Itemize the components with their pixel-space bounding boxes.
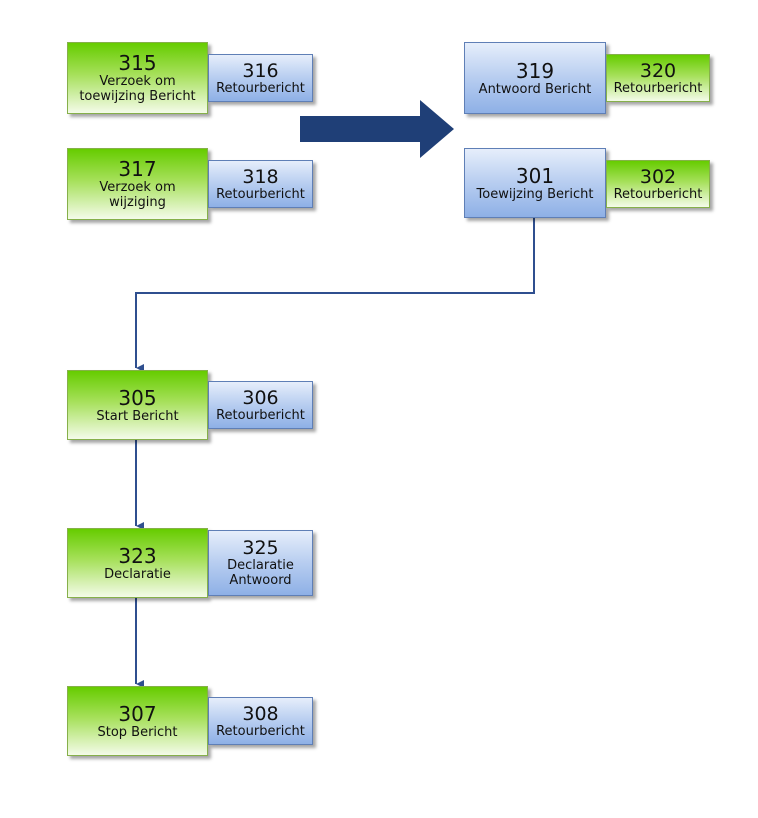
- node-label: Antwoord Bericht: [478, 81, 592, 97]
- node-label: Start Bericht: [96, 408, 179, 424]
- node-325: 325 Declaratie Antwoord: [208, 530, 313, 596]
- node-315: 315 Verzoek om toewijzing Bericht: [67, 42, 208, 114]
- connector-301-305: [135, 218, 535, 372]
- node-label: Retourbericht: [216, 80, 305, 96]
- node-label: Stop Bericht: [97, 724, 178, 740]
- node-307: 307 Stop Bericht: [67, 686, 208, 756]
- node-number: 316: [242, 59, 279, 82]
- node-label: Verzoek om wijziging: [99, 180, 176, 210]
- node-number: 320: [639, 59, 677, 82]
- node-316: 316 Retourbericht: [208, 54, 313, 102]
- node-number: 305: [118, 385, 157, 410]
- node-number: 319: [515, 58, 555, 83]
- big-arrow-right: [300, 100, 454, 158]
- node-label: Declaratie Antwoord: [227, 558, 294, 588]
- node-308: 308 Retourbericht: [208, 697, 313, 745]
- node-label: Toewijzing Bericht: [476, 186, 594, 202]
- node-number: 306: [242, 386, 279, 409]
- node-label: Retourbericht: [216, 723, 305, 739]
- node-label: Retourbericht: [613, 80, 703, 96]
- node-317: 317 Verzoek om wijziging: [67, 148, 208, 220]
- node-label: Declaratie: [104, 566, 171, 582]
- node-318: 318 Retourbericht: [208, 160, 313, 208]
- node-number: 317: [118, 157, 157, 181]
- node-number: 307: [118, 701, 157, 726]
- node-320: 320 Retourbericht: [606, 54, 710, 102]
- node-305: 305 Start Bericht: [67, 370, 208, 440]
- node-label: Verzoek om toewijzing Bericht: [79, 74, 196, 104]
- node-number: 301: [515, 163, 555, 188]
- node-302: 302 Retourbericht: [606, 160, 710, 208]
- node-301: 301 Toewijzing Bericht: [464, 148, 606, 218]
- node-label: Retourbericht: [216, 186, 305, 202]
- node-319: 319 Antwoord Bericht: [464, 42, 606, 114]
- node-label: Retourbericht: [216, 407, 305, 423]
- node-306: 306 Retourbericht: [208, 381, 313, 429]
- node-number: 308: [242, 702, 279, 725]
- node-number: 302: [639, 165, 677, 188]
- node-number: 325: [242, 537, 279, 559]
- node-number: 323: [118, 543, 157, 568]
- node-label: Retourbericht: [613, 186, 703, 202]
- node-number: 318: [242, 165, 279, 188]
- node-323: 323 Declaratie: [67, 528, 208, 598]
- node-number: 315: [118, 51, 157, 75]
